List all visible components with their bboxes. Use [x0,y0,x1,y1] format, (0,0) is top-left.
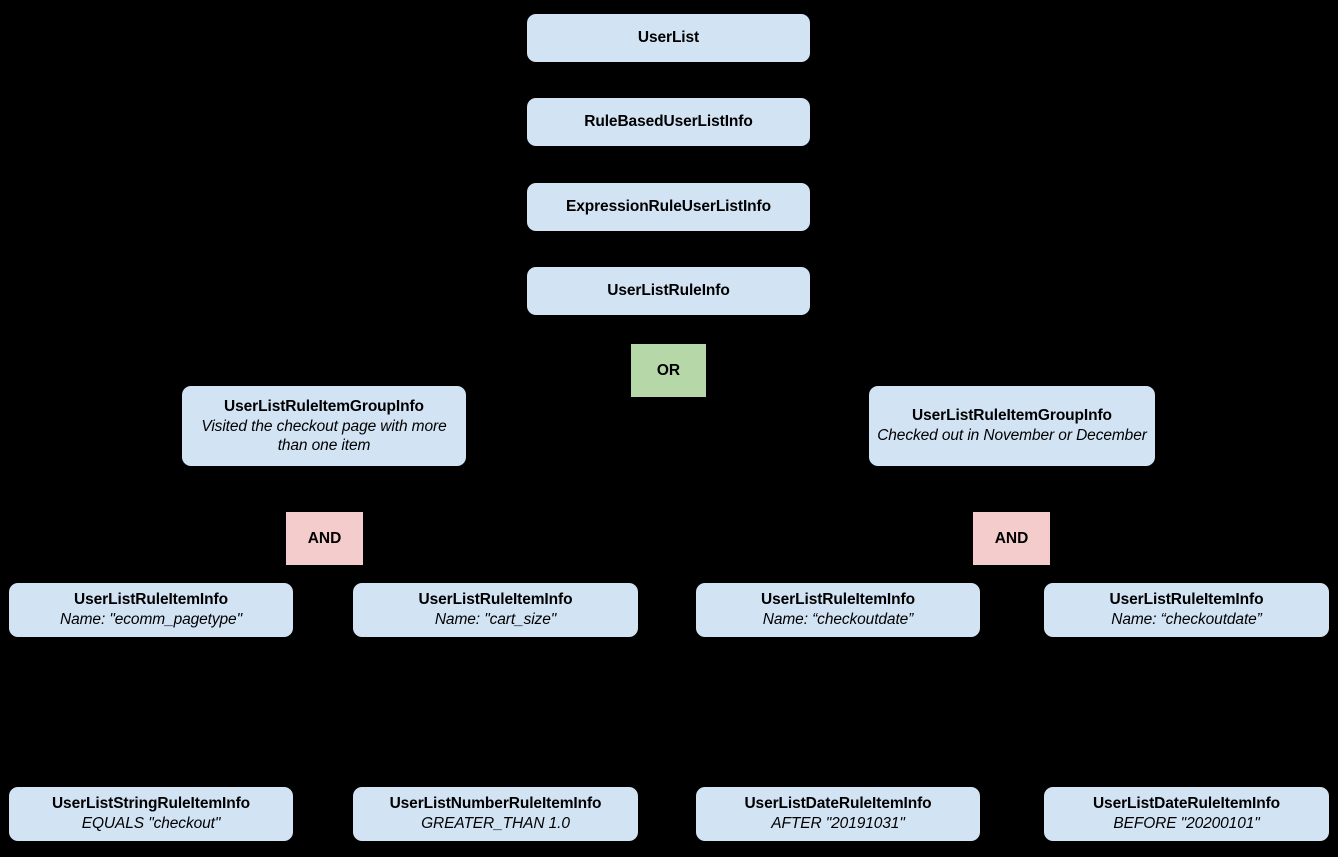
node-leaf-date-rule-before[interactable]: UserListDateRuleItemInfo BEFORE "2020010… [1044,787,1329,841]
node-group-left[interactable]: UserListRuleItemGroupInfo Visited the ch… [182,386,466,466]
arrow-to-group-left [313,377,335,388]
node-subtitle: BEFORE "20200101" [1113,815,1260,833]
operator-and-left[interactable]: AND [286,512,363,565]
node-title: UserListRuleItemInfo [74,591,228,609]
node-leaf-number-rule[interactable]: UserListNumberRuleItemInfo GREATER_THAN … [353,787,638,841]
node-subtitle: Visited the checkout page with more than… [201,417,447,454]
node-title: RuleBasedUserListInfo [584,113,753,131]
node-title: UserListRuleItemGroupInfo [224,397,424,415]
node-subtitle: Name: "ecomm_pagetype" [60,611,242,629]
node-title: UserListDateRuleItemInfo [744,795,932,813]
node-ruleitem-checkoutdate-before[interactable]: UserListRuleItemInfo Name: “checkoutdate… [1044,583,1329,637]
node-ruleitem-ecomm-pagetype[interactable]: UserListRuleItemInfo Name: "ecomm_pagety… [9,583,293,637]
node-rulebaseduserlistinfo[interactable]: RuleBasedUserListInfo [527,98,810,146]
node-subtitle: Checked out in November or December [877,427,1147,445]
node-title: UserListRuleItemInfo [761,591,915,609]
node-userlistruleinfo[interactable]: UserListRuleInfo [527,267,810,315]
node-title: UserListRuleInfo [607,282,730,300]
node-leaf-date-rule-after[interactable]: UserListDateRuleItemInfo AFTER "20191031… [696,787,980,841]
node-title: ExpressionRuleUserListInfo [566,198,771,216]
node-subtitle: GREATER_THAN 1.0 [421,815,570,833]
node-userlist[interactable]: UserList [527,14,810,62]
node-title: UserListStringRuleItemInfo [51,795,251,813]
node-title: UserListRuleItemGroupInfo [912,407,1112,425]
node-subtitle: Name: “checkoutdate” [1111,611,1262,629]
node-title: UserListRuleItemInfo [1109,591,1264,609]
node-ruleitem-cart-size[interactable]: UserListRuleItemInfo Name: "cart_size" [353,583,638,637]
operator-and-right[interactable]: AND [973,512,1050,565]
node-subtitle: Name: “checkoutdate” [762,611,914,629]
node-title: UserListDateRuleItemInfo [1092,795,1281,813]
operator-label: AND [994,529,1029,547]
node-leaf-string-rule[interactable]: UserListStringRuleItemInfo EQUALS "check… [9,787,293,841]
operator-label: OR [656,361,681,379]
node-subtitle: AFTER "20191031" [771,815,905,833]
node-subtitle: EQUALS "checkout" [81,815,221,833]
operator-label: AND [307,529,342,547]
node-subtitle: Name: "cart_size" [434,611,557,629]
operator-or[interactable]: OR [631,344,706,397]
node-group-right[interactable]: UserListRuleItemGroupInfo Checked out in… [869,386,1155,466]
node-title: UserList [637,29,700,47]
node-title: UserListNumberRuleItemInfo [389,795,602,813]
arrow-to-group-right [1001,375,1023,386]
node-title: UserListRuleItemInfo [418,591,573,609]
node-expressionruleuserlistinfo[interactable]: ExpressionRuleUserListInfo [527,183,810,231]
node-ruleitem-checkoutdate-after[interactable]: UserListRuleItemInfo Name: “checkoutdate… [696,583,980,637]
